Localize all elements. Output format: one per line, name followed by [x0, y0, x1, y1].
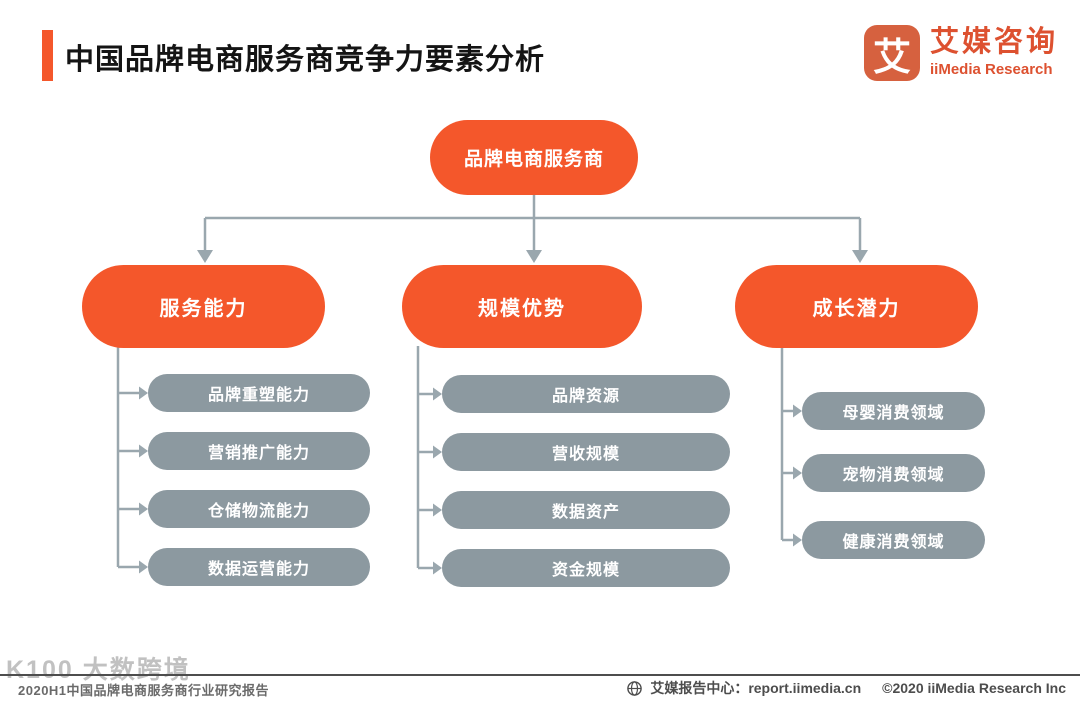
brand-logo: 艾 艾媒咨询 iiMedia Research [863, 25, 1058, 81]
globe-icon [626, 680, 643, 697]
child-node: 营收规模 [442, 433, 730, 471]
brand-name-cn: 艾媒咨询 [929, 26, 1058, 59]
report-title: 2020H1中国品牌电商服务商行业研究报告 [18, 683, 270, 698]
child-node: 健康消费领域 [802, 521, 985, 559]
footer-source-bar: 艾媒报告中心：report.iimedia.cn ©2020 iiMedia R… [626, 678, 1066, 698]
branch-node-service: 服务能力 [82, 265, 325, 348]
child-node: 宠物消费领域 [802, 454, 985, 492]
brand-name-en: iiMedia Research [929, 61, 1053, 79]
branch-node-scale: 规模优势 [402, 265, 642, 348]
iimedia-logo-icon: 艾 [863, 25, 920, 81]
child-node: 品牌重塑能力 [148, 374, 370, 412]
child-node: 数据运营能力 [148, 548, 370, 586]
title-accent-bar [42, 30, 53, 81]
footer-copyright: ©2020 iiMedia Research Inc [882, 680, 1066, 696]
child-node: 仓储物流能力 [148, 490, 370, 528]
brand-text: 艾媒咨询 iiMedia Research [929, 26, 1058, 79]
child-node: 品牌资源 [442, 375, 730, 413]
child-node: 营销推广能力 [148, 432, 370, 470]
watermark: K100 大数跨境 [6, 656, 191, 684]
root-node: 品牌电商服务商 [430, 120, 638, 195]
footer-divider [0, 674, 1080, 676]
child-node: 数据资产 [442, 491, 730, 529]
branch-node-growth: 成长潜力 [735, 265, 978, 348]
page-title: 中国品牌电商服务商竞争力要素分析 [65, 44, 546, 76]
footer-source: 艾媒报告中心：report.iimedia.cn [650, 680, 862, 696]
child-node: 资金规模 [442, 549, 730, 587]
child-node: 母婴消费领域 [802, 392, 985, 430]
